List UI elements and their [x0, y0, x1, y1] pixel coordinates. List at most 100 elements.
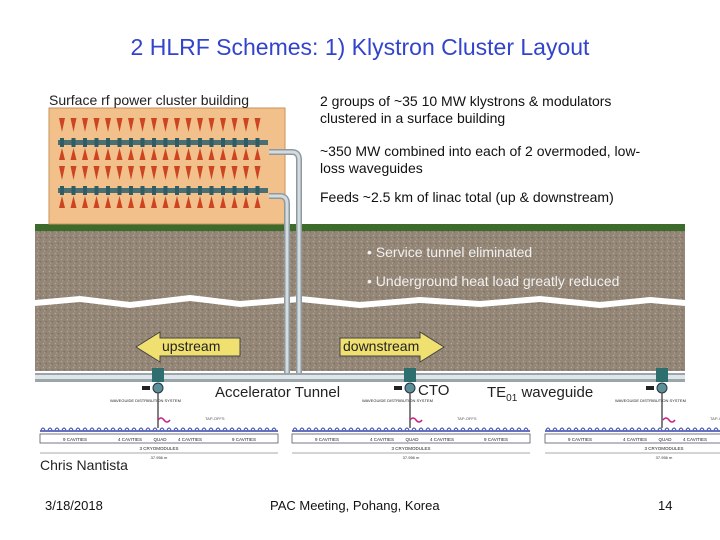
- tap-off-icon: [608, 427, 614, 431]
- unit-length-label: 37.956 m: [403, 455, 420, 460]
- cto-icon: [152, 382, 164, 394]
- klystron-icon: [116, 166, 123, 180]
- klystron-icon: [59, 166, 65, 180]
- modulator-icon: [83, 138, 87, 147]
- load-icon: [646, 386, 654, 390]
- tap-off-icon: [622, 427, 628, 431]
- modulator-icon: [209, 186, 214, 195]
- tap-off-icon: [552, 427, 558, 431]
- tap-off-icon: [566, 427, 572, 431]
- klystron-icon: [197, 196, 203, 208]
- klystron-icon: [151, 118, 157, 132]
- klystron-icon: [243, 196, 249, 208]
- cryomodule-segment-label: 9 CAVITIES: [232, 437, 256, 442]
- klystron-icon: [139, 148, 146, 160]
- tap-off-icon: [355, 427, 361, 431]
- cto-icon: [656, 382, 668, 394]
- klystron-icon: [243, 166, 249, 180]
- waveguide-shaft: [269, 149, 302, 375]
- combiner-manifold: [58, 188, 268, 193]
- tap-off-icon: [650, 427, 656, 431]
- tap-off-icon: [425, 427, 431, 431]
- tap-off-icon: [657, 427, 663, 431]
- modulator-icon: [83, 186, 87, 195]
- modulator-icon: [221, 186, 225, 195]
- tap-off-icon: [362, 427, 368, 431]
- klystron-icon: [128, 166, 134, 180]
- klystron-icon: [231, 166, 238, 180]
- tap-off-icon: [152, 427, 158, 431]
- klystron-icon: [93, 166, 100, 180]
- tap-off-icon: [110, 427, 116, 431]
- modulator-icon: [244, 138, 248, 147]
- tap-off-icon: [488, 427, 494, 431]
- tap-off-icon: [145, 427, 151, 431]
- tap-off-icon: [47, 427, 53, 431]
- tap-off-icon: [523, 427, 529, 431]
- tap-off-icon: [383, 427, 389, 431]
- klystron-icon: [162, 166, 169, 180]
- coupler-hybrid-icon: [662, 417, 676, 423]
- klystron-icon: [139, 166, 146, 180]
- cryomodules-label: 3 CRYOMODULES: [392, 446, 431, 451]
- modulator-icon: [221, 138, 225, 147]
- modulator-icon: [175, 186, 179, 195]
- waveguide-distribution-label: WAVEGUIDE DISTRIBUTION SYSTEM: [362, 398, 433, 403]
- klystron-icon: [243, 148, 249, 160]
- klystron-icon: [231, 196, 238, 208]
- klystron-icon: [197, 166, 203, 180]
- tap-off-icon: [89, 427, 95, 431]
- tap-off-icon: [250, 427, 256, 431]
- cryomodules-label: 3 CRYOMODULES: [140, 446, 179, 451]
- tap-off-icon: [397, 427, 403, 431]
- cryomodule-bar: [544, 433, 720, 444]
- tap-offs-label: TAP-OFFS: [205, 416, 225, 421]
- klystron-icon: [162, 118, 169, 132]
- modulator-icon: [232, 138, 237, 147]
- modulator-icon: [198, 138, 202, 147]
- tunnel-couplers: [142, 368, 668, 428]
- tap-off-icon: [222, 427, 228, 431]
- tap-off-icon: [131, 427, 137, 431]
- tap-off-icon: [348, 427, 354, 431]
- modulator-icon: [186, 186, 191, 195]
- cryomodule-bar: [39, 433, 279, 444]
- klystron-icon: [105, 148, 111, 160]
- footer-meeting: PAC Meeting, Pohang, Korea: [270, 498, 440, 513]
- accelerator-tunnel-label: Accelerator Tunnel: [215, 384, 341, 401]
- tap-off-icon: [54, 427, 60, 431]
- klystron-icon: [116, 148, 123, 160]
- klystron-icon: [105, 166, 111, 180]
- tap-off-icon: [502, 427, 508, 431]
- tap-off-icon: [615, 427, 621, 431]
- bullet-linac-feed: Feeds ~2.5 km of linac total (up & downs…: [320, 189, 614, 205]
- tap-off-icon: [82, 427, 88, 431]
- klystron-icon: [59, 196, 65, 208]
- tap-off-icon: [573, 427, 579, 431]
- te-label-main: TE: [487, 384, 507, 401]
- building-label: Surface rf power cluster building: [49, 92, 249, 108]
- modulator-icon: [140, 138, 145, 147]
- modulator-icon: [186, 138, 191, 147]
- tap-off-icon: [103, 427, 109, 431]
- te-label-sub: 01: [506, 393, 518, 404]
- tap-off-icon: [138, 427, 144, 431]
- te01-waveguide-label: TE01 waveguide: [487, 384, 593, 404]
- tap-off-icon: [201, 427, 207, 431]
- tap-off-icon: [706, 427, 712, 431]
- cto-label: CTO: [418, 382, 450, 399]
- klystron-icon: [162, 148, 169, 160]
- cryomodule-segment-label: 4 CAVITIES: [118, 437, 142, 442]
- tap-off-icon: [194, 427, 200, 431]
- klystron-icon: [220, 148, 226, 160]
- cryomodule-segment-label: 4 CAVITIES: [623, 437, 647, 442]
- tap-offs-label: TAP-OFFS: [457, 416, 477, 421]
- cryomodule-segment-label: 4 CAVITIES: [178, 437, 202, 442]
- linac-units: WAVEGUIDE DISTRIBUTION SYSTEM TAP-OFFS 9 C…: [39, 398, 720, 460]
- load-icon: [394, 386, 402, 390]
- tap-off-icon: [411, 427, 417, 431]
- cryomodule-segment-label: QUAD: [658, 437, 672, 442]
